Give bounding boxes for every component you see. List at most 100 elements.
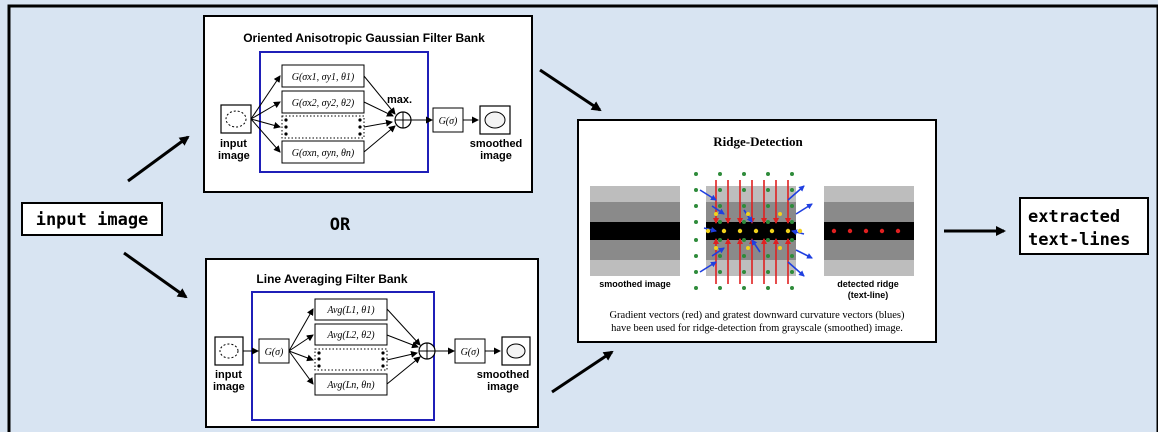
line-sum-combiner-icon (418, 342, 436, 360)
ridge-vector-field (694, 172, 813, 290)
ridge-point (847, 228, 853, 234)
input-image-label: input image (36, 210, 149, 230)
grid-dot (790, 254, 794, 258)
gaussian-output-caption-2: image (480, 150, 512, 162)
output-label-line1: extracted (1028, 207, 1120, 227)
ridge-detection-panel: Ridge-Detection smoothed image detected (577, 119, 937, 343)
ridge-candidate-point (714, 246, 718, 250)
grid-dot (718, 188, 722, 192)
curvature-vector-arrow (699, 189, 717, 201)
line-filter-label-1: Avg(L1, θ1) (326, 305, 375, 316)
line-pre-filter-label: G(σ) (265, 347, 284, 358)
gaussian-output-ellipse (484, 111, 506, 129)
curvature-vector-arrow (787, 185, 805, 201)
gaussian-filter-label-n: G(σxn, σyn, θn) (292, 148, 355, 159)
grid-dot (718, 172, 722, 176)
line-input-ellipse (219, 343, 239, 359)
ridge-right-caption-2: (text-line) (848, 290, 889, 300)
grid-dot (718, 204, 722, 208)
gaussian-out-arrow-4 (363, 125, 396, 153)
line-filter-box-2 (314, 323, 388, 346)
line-dot (317, 351, 321, 355)
gaussian-dot (284, 125, 288, 129)
grid-dot (790, 188, 794, 192)
ridge-candidate-point (778, 246, 782, 250)
line-input-caption-1: input (215, 369, 242, 381)
gaussian-filter-box-dots (281, 115, 365, 139)
ridge-title: Ridge-Detection (713, 134, 803, 149)
grid-dot (718, 254, 722, 258)
gaussian-post-filter-label: G(σ) (439, 116, 458, 127)
grid-dot (742, 238, 746, 242)
line-pre-filter-box (258, 338, 290, 364)
ridge-point (831, 228, 837, 234)
ridge-candidate-point (705, 228, 711, 234)
grid-dot (742, 220, 746, 224)
grid-dot (766, 286, 770, 290)
line-out-arrow-1 (386, 308, 421, 346)
line-filter-box-dots (314, 348, 388, 371)
line-out-arrow-2 (386, 334, 419, 349)
grid-dot (766, 254, 770, 258)
line-out-arrow-4 (386, 356, 421, 385)
line-input-icon (214, 336, 244, 366)
line-input-caption-2: image (213, 381, 245, 393)
ridge-candidate-point (797, 228, 803, 234)
ridge-candidate-point (753, 228, 759, 234)
grid-dot (694, 172, 698, 176)
grid-dot (790, 220, 794, 224)
gaussian-filter-label-1: G(σx1, σy1, θ1) (292, 72, 355, 83)
vector-field-layer (694, 172, 813, 290)
gaussian-dot (358, 125, 362, 129)
ridge-detected-image (824, 186, 914, 276)
line-in-arrow-4 (288, 350, 314, 385)
curvature-vector-arrow (711, 205, 725, 215)
curvature-vector-arrow (699, 261, 717, 273)
grid-dot (742, 254, 746, 258)
arrow-line-bank-to-ridge (551, 350, 614, 394)
gaussian-in-arrow-4 (250, 118, 281, 153)
gaussian-bank-title: Oriented Anisotropic Gaussian Filter Ban… (243, 31, 485, 45)
gaussian-out-arrow-2 (363, 101, 394, 117)
ridge-candidate-point (778, 212, 782, 216)
curvature-vector-arrow (751, 239, 761, 253)
curvature-vector-arrow (791, 229, 805, 236)
gaussian-output-caption-1: smoothed (470, 138, 523, 150)
grid-dot (694, 270, 698, 274)
grid-dot (718, 220, 722, 224)
ridge-candidate-point (746, 246, 750, 250)
ridge-candidate-point (721, 228, 727, 234)
curvature-vector-arrow (795, 203, 813, 215)
grid-dot (718, 286, 722, 290)
sum-combiner-icon (394, 111, 412, 129)
gaussian-filter-bank-panel: Oriented Anisotropic Gaussian Filter Ban… (203, 15, 533, 193)
output-label-line2: text-lines (1028, 230, 1130, 250)
gaussian-in-arrow-3 (250, 118, 281, 129)
gaussian-dot (358, 132, 362, 136)
gaussian-post-filter-box (432, 107, 464, 133)
line-out-arrow-3 (386, 350, 418, 361)
line-dot (381, 364, 385, 368)
max-label: max. (387, 94, 412, 106)
arrow-input-to-gaussian (127, 135, 190, 183)
gaussian-input-ellipse (225, 110, 247, 128)
ridge-description-line1: Gradient vectors (red) and gratest downw… (609, 310, 905, 321)
gaussian-bank-frame (259, 51, 429, 173)
curvature-vector-arrow (703, 226, 717, 233)
gaussian-dot (358, 118, 362, 122)
line-dot (317, 364, 321, 368)
line-in-arrow-3 (288, 350, 314, 362)
ridge-candidate-point (785, 228, 791, 234)
ridge-left-caption: smoothed image (599, 279, 671, 289)
output-node: extracted text-lines (1019, 197, 1149, 255)
arrow-input-to-line-bank (123, 251, 188, 299)
ridge-candidate-point (769, 228, 775, 234)
grid-dot (694, 254, 698, 258)
grid-dot (694, 188, 698, 192)
grid-dot (790, 172, 794, 176)
ridge-smoothed-image (590, 186, 680, 276)
ridge-right-caption-1: detected ridge (837, 279, 899, 289)
grid-dot (790, 238, 794, 242)
ridge-description-line2: have been used for ridge-detection from … (611, 323, 903, 334)
grid-dot (742, 286, 746, 290)
